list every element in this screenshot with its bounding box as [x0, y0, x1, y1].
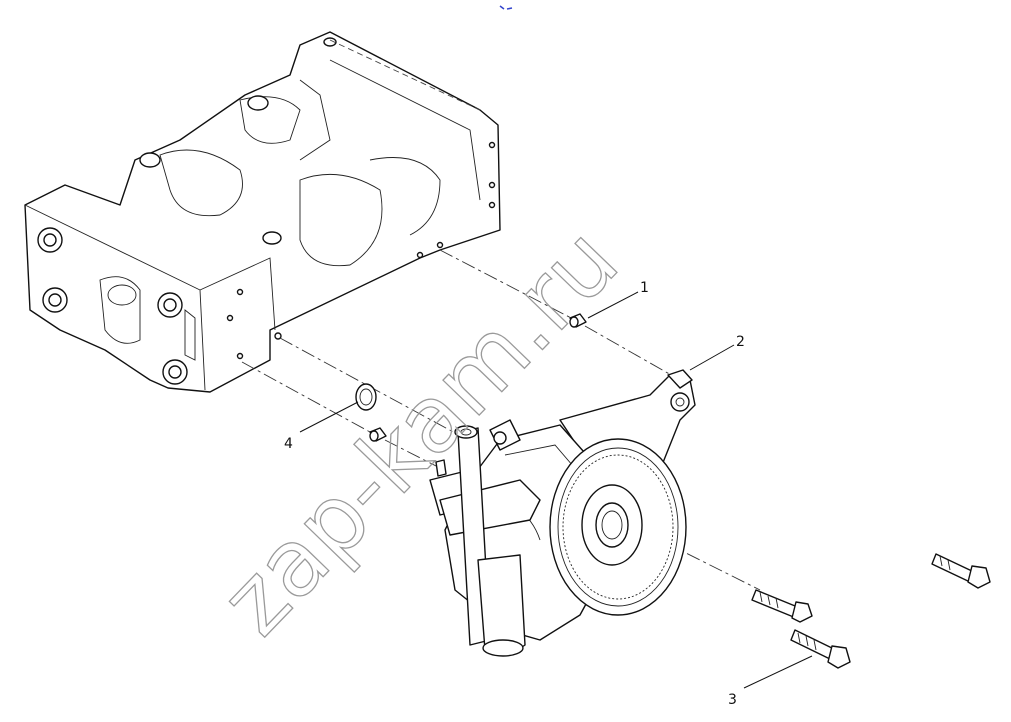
leader-lines [299, 291, 813, 689]
dowel-pin [569, 313, 587, 328]
callout-4: 4 [284, 436, 293, 452]
drive-gear [549, 438, 687, 616]
engine-block [24, 31, 501, 393]
locating-pin [369, 427, 387, 442]
bolt-upper [751, 589, 813, 623]
callout-2: 2 [736, 334, 745, 350]
top-mark [499, 5, 513, 10]
callout-3: 3 [728, 692, 737, 708]
bolt-lower [790, 629, 851, 669]
oil-pump-assembly [429, 369, 696, 657]
callout-1: 1 [640, 280, 649, 296]
o-ring [355, 383, 377, 411]
bolt-spare [931, 553, 991, 589]
